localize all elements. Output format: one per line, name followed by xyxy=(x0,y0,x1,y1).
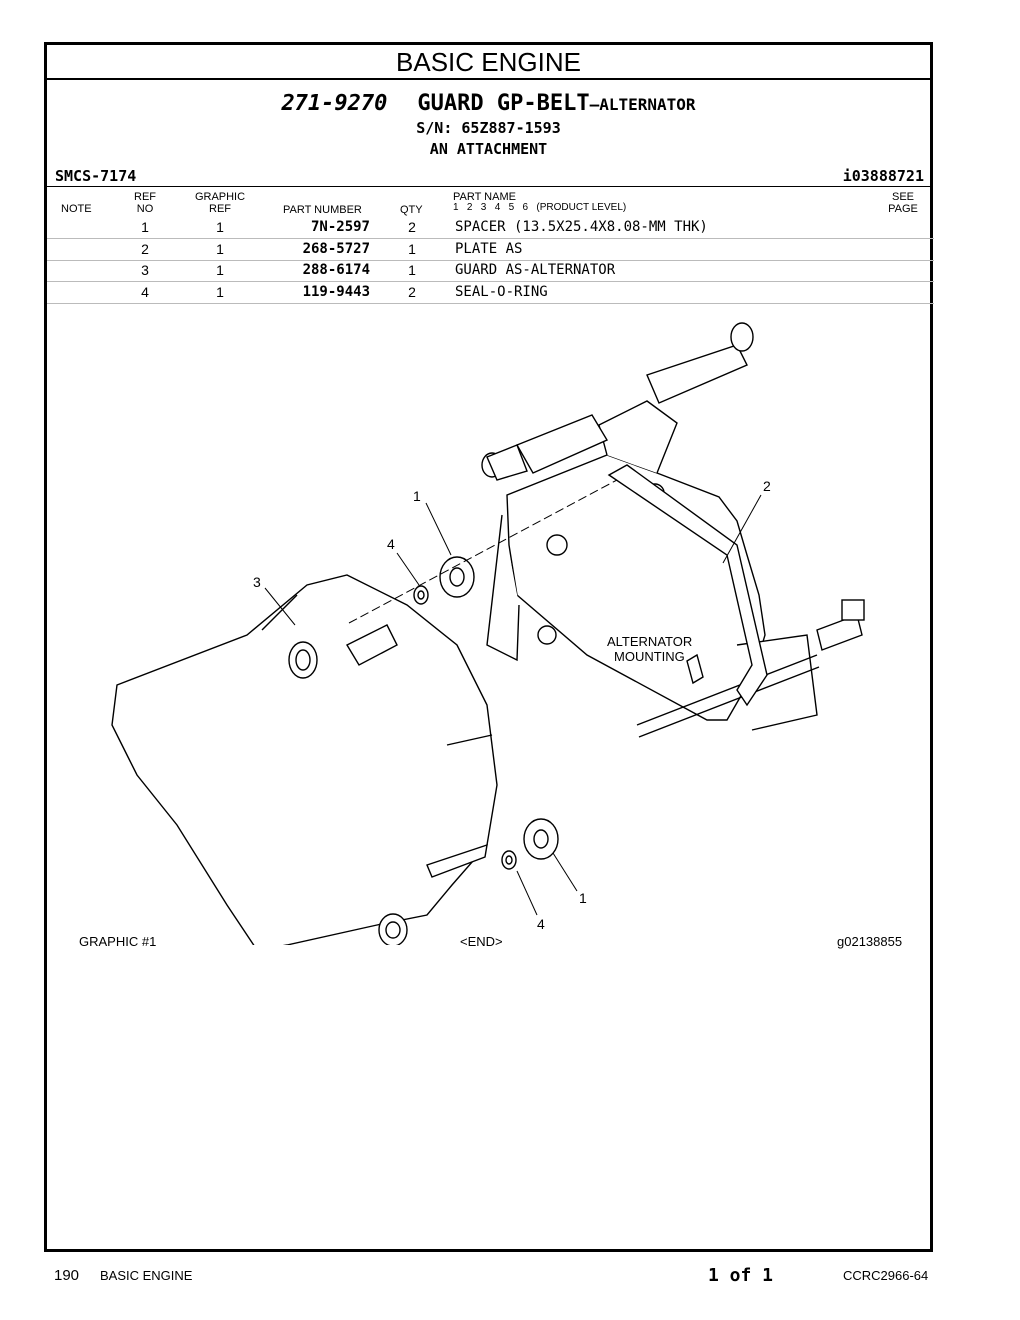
spacer-drawing-lower xyxy=(523,818,559,860)
callout-4-lower: 4 xyxy=(537,916,545,932)
exploded-diagram: 1 4 3 2 1 4 ALTERNATOR MOUNTING xyxy=(111,322,865,945)
graphic-label: GRAPHIC #1 xyxy=(79,934,157,949)
part-name-sub: —ALTERNATOR xyxy=(589,95,696,114)
header-qty: QTY xyxy=(400,204,423,216)
mounting-label-line2: MOUNTING xyxy=(614,649,685,664)
callout-4-upper: 4 xyxy=(387,536,395,552)
header-note: NOTE xyxy=(61,203,92,215)
section-title: BASIC ENGINE xyxy=(47,45,930,80)
seal-drawing-lower xyxy=(501,850,517,870)
part-number-title: 271-9270 xyxy=(281,91,388,116)
graphic-ref: 1 xyxy=(216,262,224,278)
seal-drawing-upper xyxy=(413,585,429,605)
footer-doc-id: CCRC2966-64 xyxy=(843,1268,929,1283)
callout-1-upper: 1 xyxy=(413,488,421,504)
spacer-drawing-upper xyxy=(439,556,475,598)
footer-page-number: 190 xyxy=(54,1267,80,1284)
graphic-id: g02138855 xyxy=(837,934,903,949)
graphic-ref: 1 xyxy=(216,283,224,300)
page-frame: BASIC ENGINE 271-9270 GUARD GP-BELT—ALTER… xyxy=(44,42,934,1252)
part-name: GUARD AS-ALTERNATOR xyxy=(455,262,616,278)
part-title: 271-9270 GUARD GP-BELT—ALTERNATOR xyxy=(47,91,930,116)
part-number: 288-6174 xyxy=(302,262,370,278)
attachment-label: AN ATTACHMENT xyxy=(429,140,548,158)
header-rule xyxy=(47,186,930,187)
footer-section: BASIC ENGINE xyxy=(100,1268,193,1283)
quantity: 2 xyxy=(408,283,416,300)
graphic-ref: 1 xyxy=(216,219,224,235)
ref-no: 1 xyxy=(141,219,149,235)
ref-no: 4 xyxy=(141,283,149,300)
header-part-name: PART NAME xyxy=(453,191,516,203)
header-part-number: PART NUMBER xyxy=(283,204,362,216)
part-name-title: GUARD GP-BELT—ALTERNATOR xyxy=(417,91,695,116)
table-row: 2 1 268-5727 1 PLATE AS xyxy=(47,239,934,261)
callout-2: 2 xyxy=(763,478,771,494)
callout-1-lower: 1 xyxy=(579,890,587,906)
graphic-ref: 1 xyxy=(216,240,224,257)
illustration-id: i03888721 xyxy=(842,167,924,185)
serial-number: S/N: 65Z887-1593 xyxy=(416,119,561,137)
table-row: 1 1 7N-2597 2 SPACER (13.5X25.4X8.08-MM THK) xyxy=(47,217,934,239)
part-name: PLATE AS xyxy=(455,240,523,257)
alternator-mounting-drawing xyxy=(481,322,865,738)
end-marker: <END> xyxy=(460,934,503,949)
ref-no: 2 xyxy=(141,240,149,257)
table-row: 4 1 119-9443 2 SEAL-O-RING xyxy=(47,282,934,304)
footer-page-of: 1 of 1 xyxy=(708,1265,774,1286)
part-number: 268-5727 xyxy=(302,240,370,257)
part-name-main: GUARD GP-BELT xyxy=(417,91,590,116)
table-row: 3 1 288-6174 1 GUARD AS-ALTERNATOR xyxy=(47,260,934,282)
callout-3: 3 xyxy=(253,574,261,590)
ref-no: 3 xyxy=(141,262,149,278)
plate-drawing xyxy=(607,464,768,707)
smcs-code: SMCS-7174 xyxy=(55,167,137,185)
quantity: 1 xyxy=(408,262,416,278)
part-number: 119-9443 xyxy=(302,283,370,300)
part-name: SEAL-O-RING xyxy=(455,283,548,300)
header-product-levels: 1 2 3 4 5 6 (PRODUCT LEVEL) xyxy=(453,202,627,213)
quantity: 2 xyxy=(408,219,416,235)
quantity: 1 xyxy=(408,240,416,257)
part-name: SPACER (13.5X25.4X8.08-MM THK) xyxy=(455,219,708,235)
mounting-label-line1: ALTERNATOR xyxy=(607,634,692,649)
part-number: 7N-2597 xyxy=(310,219,370,235)
guard-drawing xyxy=(111,574,498,945)
